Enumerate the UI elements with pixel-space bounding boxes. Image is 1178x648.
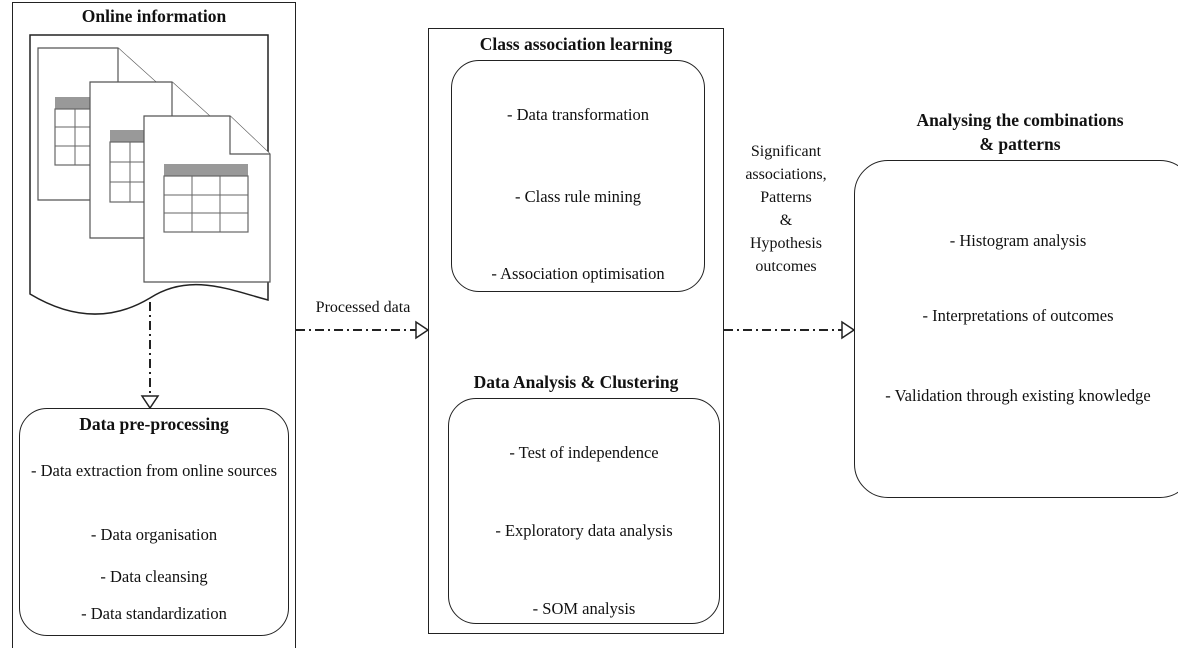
connector-2-arrowhead-icon — [841, 320, 856, 340]
data-analysis-title: Data Analysis & Clustering — [473, 372, 679, 392]
preprocessing-item-1: - Data extraction from online sources — [30, 461, 278, 480]
connector-2-label-line-6: outcomes — [755, 258, 817, 275]
analysing-item-1: - Histogram analysis — [949, 231, 1087, 250]
connector-2-label-line-1: Significant — [750, 143, 822, 160]
connector-2-label-line-3: Patterns — [760, 189, 812, 206]
analysing-title-line-2: & patterns — [979, 134, 1061, 154]
preprocessing-item-3: - Data cleansing — [100, 567, 208, 586]
analysing-box — [854, 160, 1178, 498]
preprocessing-item-2: - Data organisation — [90, 525, 218, 544]
class-association-box — [451, 60, 705, 292]
class-association-item-1: - Data transformation — [506, 105, 650, 124]
class-association-item-2: - Class rule mining — [514, 187, 642, 206]
connector-2-label: Significant associations, Patterns & Hyp… — [730, 140, 842, 278]
down-arrowhead-icon — [140, 395, 160, 410]
analysing-title-line-1: Analysing the combinations — [916, 110, 1124, 130]
connector-1-arrowhead-icon — [415, 320, 430, 340]
online-information-title: Online information — [81, 6, 227, 26]
connector-2-label-line-2: associations, — [745, 166, 827, 183]
class-association-item-3: - Association optimisation — [491, 264, 665, 283]
analysing-item-2: - Interpretations of outcomes — [922, 306, 1114, 325]
spreadsheet-page-icon-3 — [143, 115, 271, 283]
data-analysis-item-1: - Test of independence — [509, 443, 659, 462]
data-analysis-box — [448, 398, 720, 624]
class-association-title: Class association learning — [479, 34, 673, 54]
connector-2-label-line-4: & — [779, 212, 793, 229]
data-analysis-item-2: - Exploratory data analysis — [495, 521, 673, 540]
data-preprocessing-box — [19, 408, 289, 636]
analysing-item-3: - Validation through existing knowledge — [885, 386, 1151, 405]
processed-data-label: Processed data — [315, 299, 411, 316]
data-preprocessing-title: Data pre-processing — [79, 414, 229, 434]
data-analysis-item-3: - SOM analysis — [532, 599, 636, 618]
preprocessing-item-4: - Data standardization — [81, 604, 227, 623]
connector-2-label-line-5: Hypothesis — [750, 235, 822, 252]
